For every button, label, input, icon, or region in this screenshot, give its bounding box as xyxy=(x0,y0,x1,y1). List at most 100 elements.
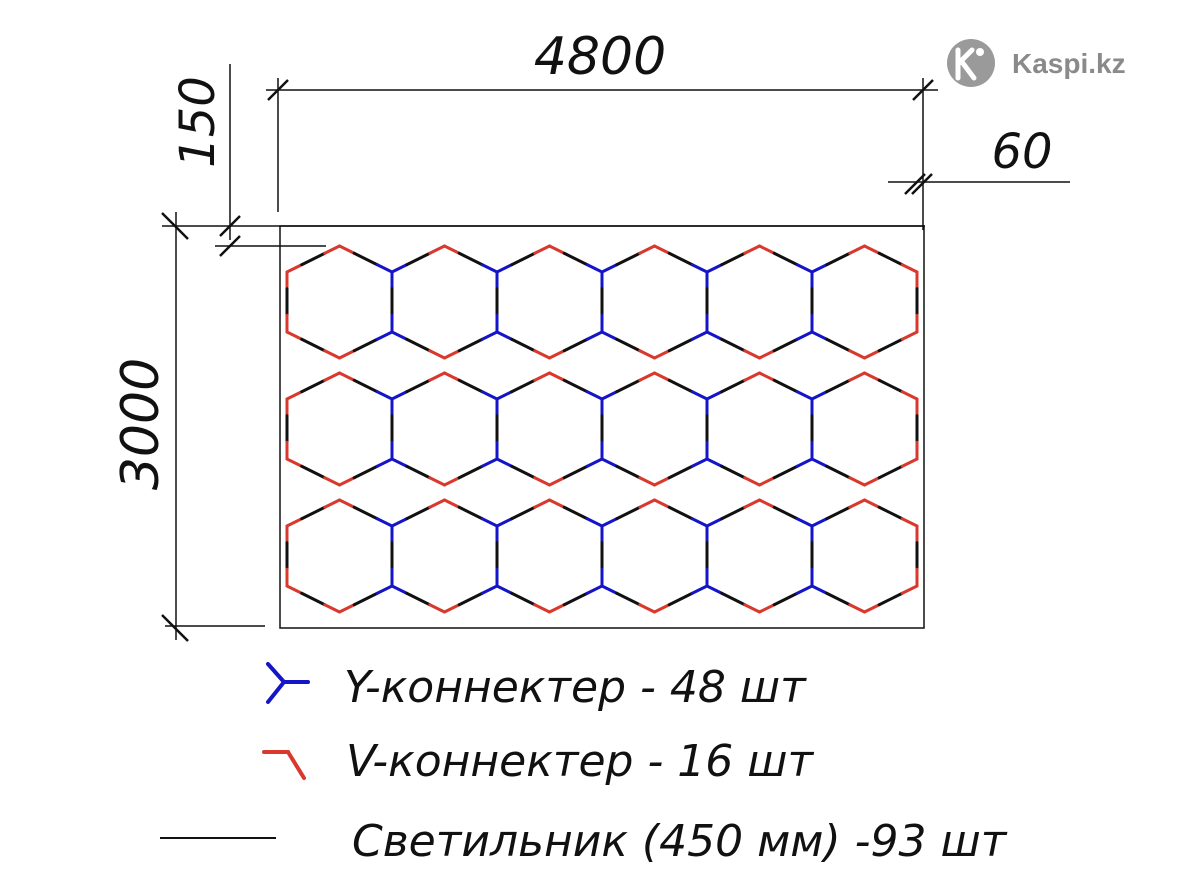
hex-edge-top-left-connector-end xyxy=(743,371,761,382)
hex-edge-top-right xyxy=(772,251,799,267)
hex-edge-top-left-connector-end xyxy=(848,371,866,382)
legend-item-y: Y-коннектер - 48 шт xyxy=(266,662,807,713)
hex-edge-top-right-connector-end xyxy=(900,517,919,528)
hex-edge-bottom-left-connector-start xyxy=(600,457,619,468)
hex-edge-top-right xyxy=(667,378,694,394)
hex-edge-top-left-connector-start xyxy=(810,517,829,528)
hex-edge-bottom-left-connector-start xyxy=(705,330,724,341)
hex-edge-bottom-left-connector-end xyxy=(533,476,551,487)
hex-edge-top-right-connector-start xyxy=(758,371,776,382)
hex-edge-top-left xyxy=(615,505,642,521)
hex-edge-top-right xyxy=(877,251,904,267)
hex-edge-top-left xyxy=(405,378,432,394)
hex-edge-bottom-left-connector-start xyxy=(705,584,724,595)
hex-edge-bottom-left xyxy=(720,337,747,353)
y-connector-icon xyxy=(266,662,310,704)
hex-edge-bottom-right-connector-end xyxy=(480,457,499,468)
hex-edge-top-left-connector-end xyxy=(848,244,866,255)
hex-edge-top-right-connector-start xyxy=(443,498,461,509)
hex-edge-top-right xyxy=(667,251,694,267)
hex-edge-bottom-right xyxy=(562,337,589,353)
hex-edge-bottom-right-connector-start xyxy=(863,476,881,487)
hex-edge-bottom-right-connector-end xyxy=(480,330,499,341)
hex-edge-bottom-left-connector-start xyxy=(810,584,829,595)
hex-edge-top-left xyxy=(825,505,852,521)
hex-edge-top-right-connector-start xyxy=(863,498,881,509)
hex-edge-top-left-connector-end xyxy=(428,498,446,509)
hex-edge-bottom-right-connector-start xyxy=(758,603,776,614)
hex-edge-bottom-right-connector-end xyxy=(795,584,814,595)
hex-edge-bottom-left-connector-start xyxy=(600,330,619,341)
hex-edge-bottom-left xyxy=(720,591,747,607)
hex-edge-bottom-left-connector-end xyxy=(323,349,341,360)
hex-edge-bottom-right-connector-start xyxy=(548,349,566,360)
hex-edge-top-right-connector-end xyxy=(375,390,394,401)
hex-edge-top-left xyxy=(720,251,747,267)
hex-edge-top-left-connector-start xyxy=(495,263,514,274)
hex-edge-bottom-left xyxy=(405,464,432,480)
hex-edge-top-right-connector-end xyxy=(690,263,709,274)
hex-edge-bottom-right-connector-start xyxy=(863,603,881,614)
hex-edge-top-right-connector-start xyxy=(758,498,776,509)
hex-edge-top-right xyxy=(352,378,379,394)
hex-edge-bottom-right xyxy=(352,464,379,480)
brand-name: Kaspi.kz xyxy=(1012,48,1126,79)
hex-edge-bottom-left-connector-end xyxy=(323,476,341,487)
hex-edge-top-right-connector-start xyxy=(863,371,881,382)
hex-edge-bottom-right-connector-end xyxy=(900,584,919,595)
hex-edge-bottom-right-connector-start xyxy=(338,349,356,360)
hex-edge-bottom-left-connector-start xyxy=(285,330,304,341)
hex-edge-top-left-connector-start xyxy=(705,517,724,528)
hex-edge-bottom-left-connector-start xyxy=(495,457,514,468)
hex-edge-top-left xyxy=(510,505,537,521)
hex-edge-bottom-right-connector-end xyxy=(585,330,604,341)
hex-edge-bottom-left xyxy=(510,591,537,607)
hex-edge-bottom-left-connector-start xyxy=(390,584,409,595)
hex-edge-bottom-right-connector-end xyxy=(375,330,394,341)
hex-edge-top-right-connector-start xyxy=(338,498,356,509)
hex-edge-top-right-connector-start xyxy=(338,371,356,382)
legend-label-v: V-коннектер - 16 шт xyxy=(346,736,815,787)
hex-edge-top-right-connector-end xyxy=(795,517,814,528)
hex-edge-bottom-right-connector-start xyxy=(653,476,671,487)
hex-edge-top-left xyxy=(510,378,537,394)
hex-edge-bottom-left xyxy=(825,591,852,607)
hex-edge-top-right-connector-start xyxy=(443,244,461,255)
brand-logo: Kaspi.kz xyxy=(947,39,1126,87)
hex-edge-top-right xyxy=(457,251,484,267)
hex-edge-bottom-left xyxy=(720,464,747,480)
hex-edge-top-right-connector-start xyxy=(653,371,671,382)
hex-edge-bottom-left-connector-end xyxy=(638,476,656,487)
hex-edge-top-right-connector-end xyxy=(480,390,499,401)
hex-edge-bottom-left xyxy=(825,464,852,480)
hex-edge-top-right-connector-start xyxy=(548,498,566,509)
hex-edge-bottom-right-connector-start xyxy=(548,476,566,487)
hex-edge-bottom-left-connector-start xyxy=(495,584,514,595)
hex-edge-top-left-connector-start xyxy=(810,263,829,274)
hex-edge-top-left xyxy=(720,505,747,521)
hex-edge-top-right-connector-end xyxy=(795,263,814,274)
hex-edge-top-left-connector-end xyxy=(533,244,551,255)
hex-edge-bottom-right xyxy=(877,591,904,607)
hex-edge-bottom-left-connector-start xyxy=(495,330,514,341)
hex-edge-bottom-right xyxy=(772,464,799,480)
hex-edge-top-left-connector-start xyxy=(285,517,304,528)
hex-edge-bottom-left-connector-end xyxy=(428,603,446,614)
hex-edge-bottom-left-connector-end xyxy=(323,603,341,614)
hex-edge-top-left-connector-start xyxy=(600,390,619,401)
hex-edge-bottom-right-connector-start xyxy=(338,603,356,614)
hex-edge-bottom-right xyxy=(562,464,589,480)
hex-edge-bottom-left-connector-end xyxy=(533,349,551,360)
hex-edge-top-right-connector-end xyxy=(480,517,499,528)
hex-edge-bottom-right-connector-start xyxy=(338,476,356,487)
hex-edge-bottom-left-connector-start xyxy=(390,457,409,468)
hex-edge-top-left xyxy=(615,378,642,394)
hex-edge-bottom-right xyxy=(352,591,379,607)
v-connector-icon xyxy=(262,750,306,780)
hex-edge-bottom-left xyxy=(405,337,432,353)
hex-edge-bottom-left xyxy=(615,591,642,607)
dimension-lines xyxy=(161,64,1070,642)
hex-edge-bottom-right-connector-start xyxy=(653,349,671,360)
height-dimension-label: 3000 xyxy=(111,358,171,490)
